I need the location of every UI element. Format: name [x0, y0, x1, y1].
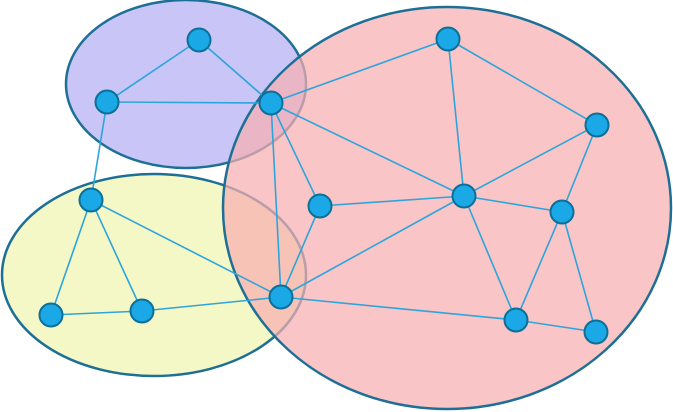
edge-r4-r3 — [463, 124, 598, 197]
edge-y4-r6 — [280, 296, 517, 321]
edge-y1-y3 — [90, 199, 143, 312]
edge-y3-y4 — [141, 296, 282, 312]
nodes — [38, 26, 610, 345]
node-y3 — [129, 298, 155, 324]
node-y2 — [38, 302, 64, 328]
node-r5 — [549, 199, 575, 225]
edge-r5-r7 — [561, 211, 597, 333]
edge-r4-r6 — [463, 195, 517, 321]
node-r2 — [307, 193, 333, 219]
group-ellipse-red — [221, 5, 673, 411]
node-r7 — [583, 319, 609, 345]
edge-p1-p2 — [106, 39, 200, 103]
node-r3 — [584, 112, 610, 138]
edge-y1-y4 — [90, 199, 282, 298]
edge-p3-r1 — [270, 38, 449, 104]
node-p2 — [94, 89, 120, 115]
node-r4 — [451, 183, 477, 209]
edge-y1-y2 — [50, 199, 92, 316]
edge-p3-r4 — [270, 102, 465, 197]
edge-r5-r6 — [515, 211, 563, 321]
edge-r3-r5 — [561, 124, 598, 213]
node-r1 — [435, 26, 461, 52]
node-p1 — [186, 27, 212, 53]
edge-r4-y4 — [280, 195, 465, 298]
edge-p1-p3 — [198, 39, 272, 104]
edge-p2-p3 — [106, 101, 272, 104]
node-y4 — [268, 284, 294, 310]
edge-p2-y1 — [90, 101, 108, 201]
edge-r6-r7 — [515, 319, 597, 333]
edge-r4-r5 — [463, 195, 563, 213]
edge-r2-r4 — [319, 195, 465, 207]
node-y1 — [78, 187, 104, 213]
edge-r1-r4 — [447, 38, 465, 197]
node-r6 — [503, 307, 529, 333]
edge-r1-r3 — [447, 38, 598, 126]
edge-y2-y3 — [50, 310, 143, 316]
node-p3 — [258, 90, 284, 116]
edge-r2-y4 — [280, 205, 321, 298]
edge-p3-r2 — [270, 102, 321, 207]
edge-p3-y4 — [270, 102, 282, 298]
edges — [50, 38, 598, 333]
